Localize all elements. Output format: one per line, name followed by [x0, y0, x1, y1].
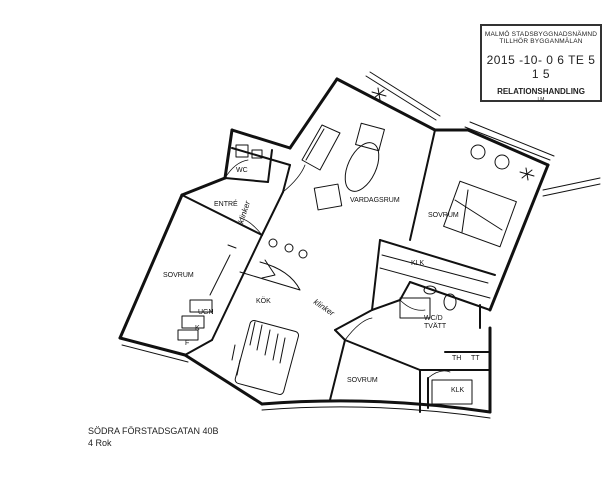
room-label-ugn: UGN — [198, 309, 214, 316]
room-label-th: TH — [452, 355, 461, 362]
room-label-sovrum-left: SOVRUM — [163, 272, 194, 279]
room-label-entre: ENTRÉ — [214, 199, 238, 208]
room-label-wc: WC — [236, 167, 248, 174]
floor-label-klinker-entre: klinker — [236, 200, 252, 225]
room-label-klk-lower: KLK — [451, 387, 465, 394]
plant-icons — [371, 87, 535, 181]
stamp-authority: MALMÖ STADSBYGGNADSNÄMND — [484, 31, 598, 38]
room-label-k: K — [195, 325, 200, 332]
floor-label-klinker-kok: klinker — [312, 297, 336, 318]
room-label-wcd: WC/D — [424, 315, 443, 322]
stamp-initials: LM — [537, 97, 545, 103]
furniture — [177, 122, 517, 405]
door-swings — [224, 159, 451, 379]
window-bands — [121, 71, 601, 419]
room-label-vardagsrum: VARDAGSRUM — [350, 197, 400, 204]
room-label-f: F — [185, 340, 189, 347]
room-label-klk-upper: KLK — [411, 260, 425, 267]
room-label-kok: KÖK — [256, 297, 271, 305]
room-label-sovrum-bottom: SOVRUM — [347, 377, 378, 384]
outer-walls — [118, 77, 550, 414]
stamp-status: RELATIONSHANDLING — [497, 87, 585, 96]
address-caption: SÖDRA FÖRSTADSGATAN 40B — [88, 426, 219, 436]
interior-walls — [181, 129, 496, 413]
room-label-sovrum-right: SOVRUM — [428, 212, 459, 219]
stamp-date: 2015 -10- 0 6 TE 5 1 5 — [486, 53, 596, 81]
approval-stamp: MALMÖ STADSBYGGNADSNÄMND TILLHÖR BYGGANM… — [480, 24, 602, 103]
stamp-subtitle: TILLHÖR BYGGANMÄLAN — [499, 38, 583, 45]
room-label-tvatt: TVÄTT — [424, 322, 447, 330]
apartment-size-caption: 4 Rok — [88, 438, 112, 448]
room-label-tt: TT — [471, 355, 480, 362]
